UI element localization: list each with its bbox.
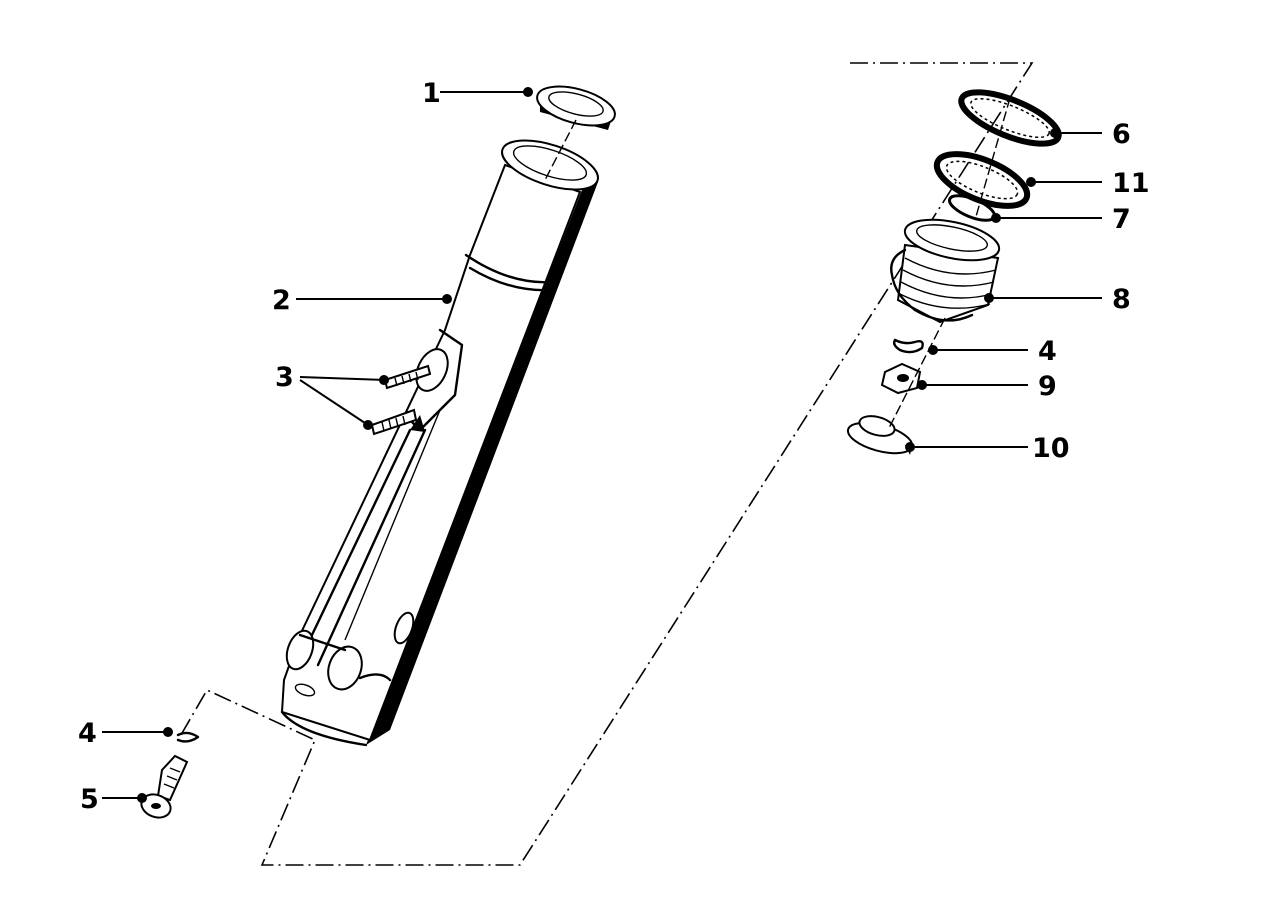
bearing-ring-drawing (933, 151, 1031, 209)
callout-8 (984, 293, 1102, 303)
callout-9 (917, 380, 1028, 390)
stud-bolts-drawing (370, 364, 432, 436)
assembly-boundary-line (177, 62, 1034, 866)
callout-4-right (928, 345, 1028, 355)
callout-5 (102, 793, 147, 803)
callout-label-8: 8 (1112, 284, 1131, 315)
callout-label-2: 2 (272, 285, 291, 316)
pinch-bolt-drawing (140, 731, 200, 819)
washer-drawing (846, 415, 914, 455)
callout-label-7: 7 (1112, 204, 1131, 235)
callout-label-1: 1 (422, 78, 441, 109)
callout-label-4-right: 4 (1038, 336, 1057, 367)
callout-label-5: 5 (80, 784, 99, 815)
callout-label-10: 10 (1032, 433, 1070, 464)
callout-label-3: 3 (275, 362, 294, 393)
bushing-drawing (536, 85, 616, 130)
callout-label-11: 11 (1112, 168, 1150, 199)
callout-7 (991, 213, 1102, 223)
dust-seal-ring-drawing (958, 89, 1062, 147)
callout-10 (905, 442, 1028, 452)
castle-nut-drawing (880, 362, 922, 395)
callout-label-6: 6 (1112, 119, 1131, 150)
cotter-pin-drawing (892, 338, 924, 354)
callout-2 (296, 294, 452, 304)
callout-1 (440, 87, 533, 97)
callout-3 (299, 375, 389, 430)
callout-4-left (102, 727, 173, 737)
callout-label-9: 9 (1038, 371, 1057, 402)
callout-label-4-left: 4 (78, 718, 97, 749)
callout-6 (1050, 128, 1102, 138)
callout-11 (1026, 177, 1102, 187)
threaded-nut-drawing (890, 218, 1001, 324)
fork-tube-drawing (280, 139, 599, 747)
